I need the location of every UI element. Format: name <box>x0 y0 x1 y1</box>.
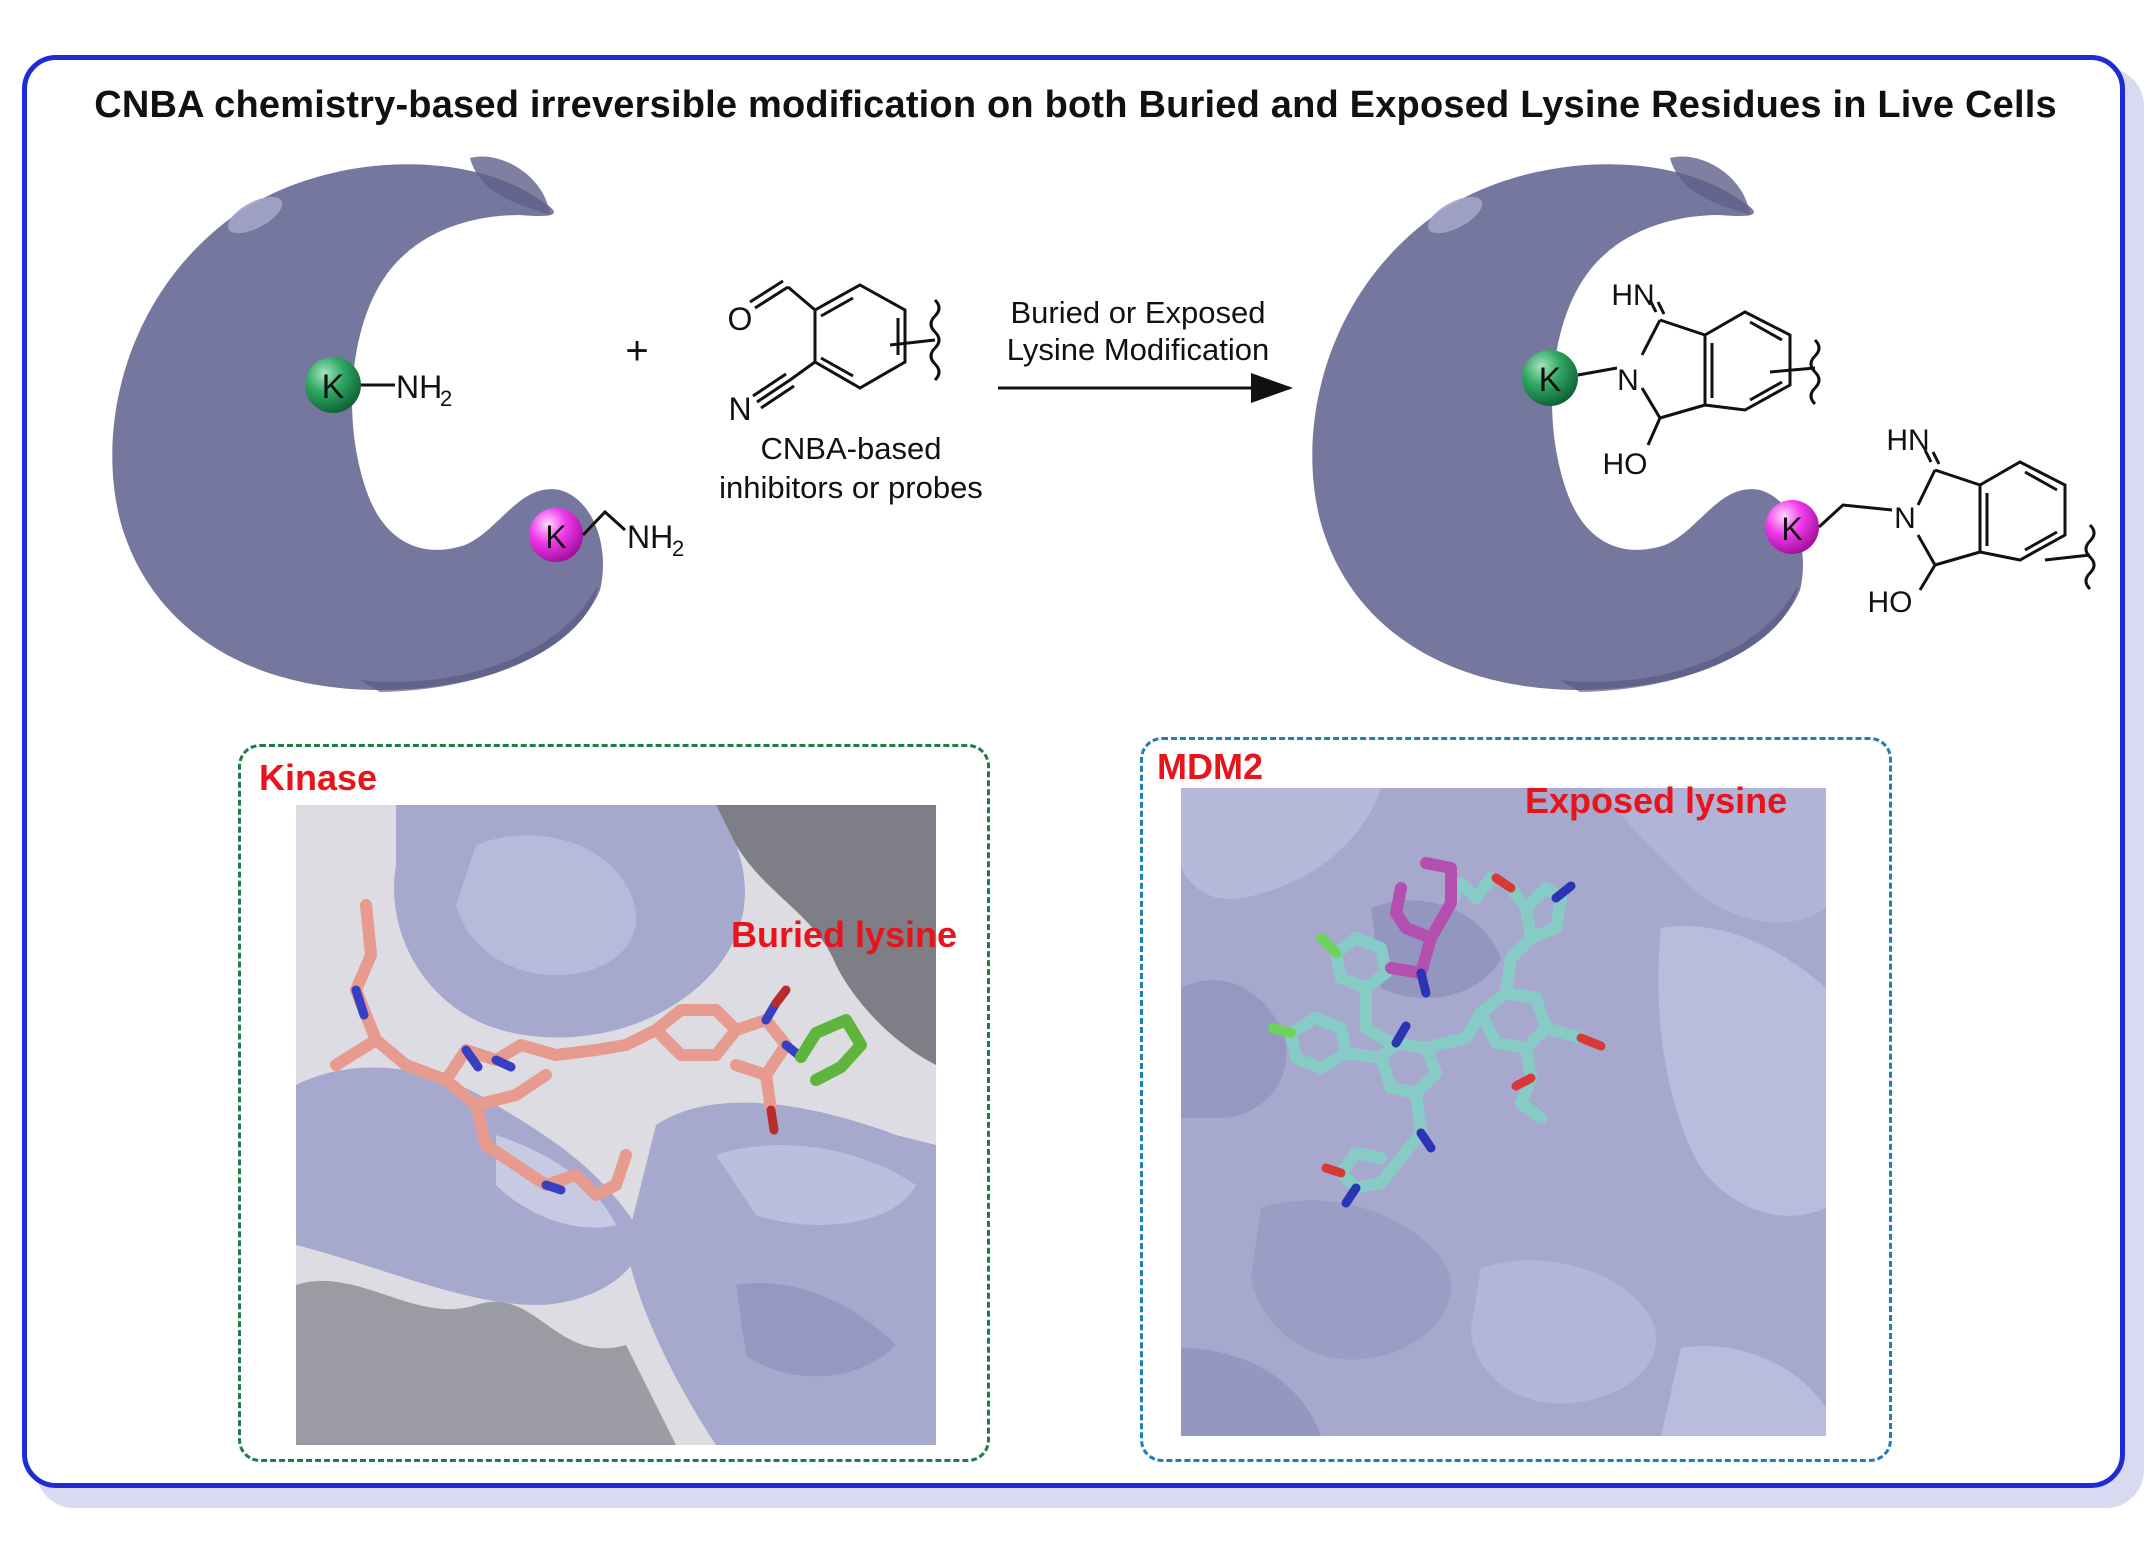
svg-text:2: 2 <box>440 386 452 411</box>
arrow-label-1: Buried or Exposed <box>1010 295 1265 330</box>
svg-text:K: K <box>322 368 345 406</box>
kinase-structure-image <box>296 805 936 1445</box>
protein-reactant <box>112 156 604 692</box>
product-exposed-hydroxyl: HO <box>1868 586 1913 619</box>
svg-text:K: K <box>1539 361 1562 399</box>
product-exposed-isoindole <box>1817 449 2096 591</box>
nitrile-nitrogen: N <box>728 391 751 427</box>
reagent-caption-1: CNBA-based <box>761 431 942 466</box>
mdm2-panel: MDM2 <box>1140 737 1892 1462</box>
svg-text:NH: NH <box>627 519 673 555</box>
kinase-panel-title: Kinase <box>259 757 378 798</box>
cnba-structure <box>749 279 941 410</box>
reagent-caption-2: inhibitors or probes <box>719 470 983 505</box>
product-exposed-imine: HN <box>1886 424 1929 457</box>
product-buried-isoindole <box>1577 299 1821 446</box>
product-buried-lysine: K <box>1522 350 1578 406</box>
protein-product <box>1312 156 1804 692</box>
svg-text:K: K <box>545 519 566 555</box>
mdm2-panel-title: MDM2 <box>1157 746 1263 787</box>
mdm2-structure-image <box>1181 788 1826 1436</box>
reactant-exposed-lysine: K NH 2 <box>529 508 684 562</box>
product-exposed-lysine: K <box>1765 500 1819 554</box>
arrow-label-2: Lysine Modification <box>1007 332 1270 367</box>
product-buried-nitrogen: N <box>1617 364 1639 397</box>
product-exposed-nitrogen: N <box>1894 502 1916 535</box>
kinase-panel: Kinase <box>238 744 990 1462</box>
mdm2-callout: Exposed lysine <box>1525 780 1788 821</box>
svg-text:NH: NH <box>396 369 442 405</box>
figure-title: CNBA chemistry-based irreversible modifi… <box>94 84 2057 126</box>
kinase-callout: Buried lysine <box>731 914 958 955</box>
product-buried-imine: HN <box>1611 279 1654 312</box>
svg-text:K: K <box>1781 511 1802 547</box>
product-buried-hydroxyl: HO <box>1603 448 1648 481</box>
aldehyde-oxygen: O <box>728 301 753 337</box>
reactant-buried-lysine: K NH 2 <box>305 357 452 413</box>
svg-text:2: 2 <box>672 536 684 561</box>
plus-sign: + <box>625 329 648 373</box>
